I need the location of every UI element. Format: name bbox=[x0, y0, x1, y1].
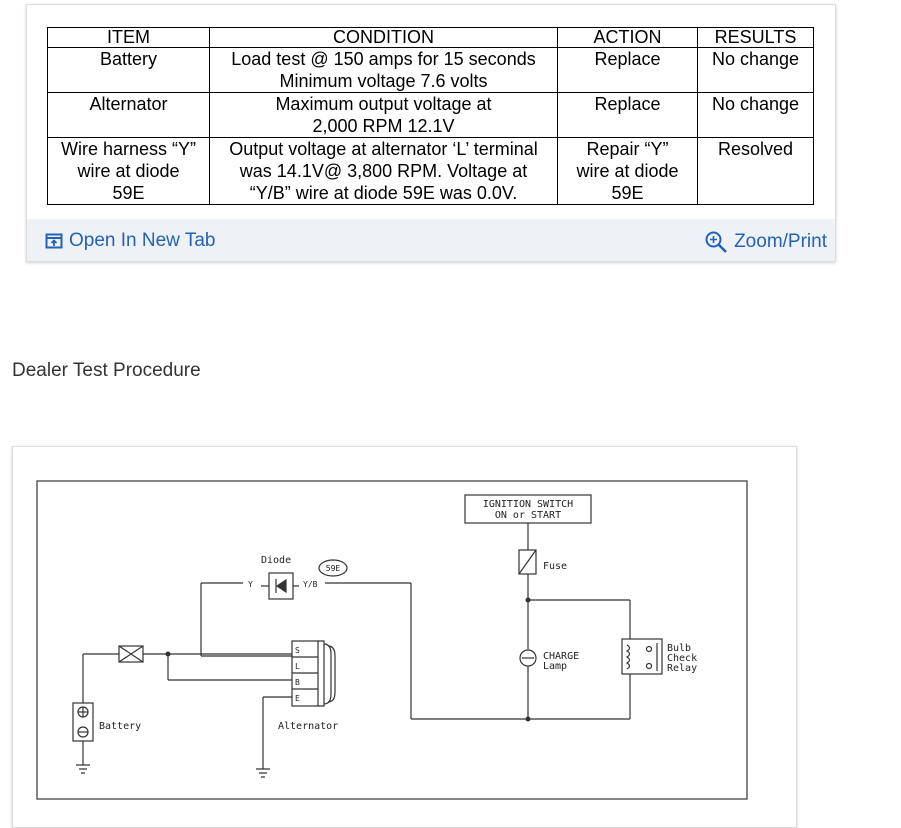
wire-yb-label: Y/B bbox=[303, 580, 318, 589]
open-in-new-tab-label: Open In New Tab bbox=[69, 230, 216, 251]
bulb-check-relay-box bbox=[621, 638, 663, 675]
wiring-diagram-card: IGNITION SWITCH ON or START Fuse Diode 5… bbox=[12, 446, 797, 828]
table-header-row: ITEM CONDITION ACTION RESULTS bbox=[47, 27, 814, 48]
ignition-switch-label-line2: ON or START bbox=[495, 510, 561, 521]
charge-lamp-label-line2: Lamp bbox=[543, 661, 567, 672]
charging-circuit-schematic: IGNITION SWITCH ON or START Fuse Diode 5… bbox=[36, 480, 748, 800]
open-in-new-tab-link[interactable]: Open In New Tab bbox=[45, 230, 215, 252]
alternator-pulley bbox=[318, 640, 336, 707]
cell-action: Replace bbox=[557, 92, 698, 138]
zoom-print-link[interactable]: Zoom/Print bbox=[704, 230, 827, 254]
battery-label: Battery bbox=[99, 721, 141, 732]
table-row: Battery Load test @ 150 amps for 15 seco… bbox=[47, 47, 814, 93]
figure-footer-bar bbox=[27, 219, 835, 261]
terminal-s-label: S bbox=[295, 646, 300, 655]
diagnosis-table: ITEM CONDITION ACTION RESULTS Battery Lo… bbox=[47, 27, 814, 205]
cell-condition: Output voltage at alternator ‘L’ termina… bbox=[209, 137, 558, 205]
column-header-results: RESULTS bbox=[697, 27, 814, 48]
wire-y-label: Y bbox=[248, 580, 253, 589]
relay-label-line1: Bulb bbox=[667, 643, 691, 654]
diode-label: Diode bbox=[261, 555, 291, 566]
diode-id-badge bbox=[318, 559, 348, 577]
zoom-in-icon bbox=[705, 231, 727, 253]
relay-label-line2: Check bbox=[667, 653, 697, 664]
alternator-label: Alternator bbox=[278, 721, 338, 732]
cell-item: Battery bbox=[47, 47, 210, 93]
cell-results: No change bbox=[697, 47, 814, 93]
ignition-switch-label-line1: IGNITION SWITCH bbox=[483, 499, 573, 510]
charge-lamp-label-line1: CHARGE bbox=[543, 651, 579, 662]
terminal-b-label: B bbox=[295, 678, 300, 687]
cell-results: Resolved bbox=[697, 137, 814, 205]
relay-label-line3: Relay bbox=[667, 663, 697, 674]
cell-action: Replace bbox=[557, 47, 698, 93]
open-in-new-tab-icon bbox=[45, 233, 63, 249]
column-header-item: ITEM bbox=[47, 27, 210, 48]
fuse-label: Fuse bbox=[543, 561, 567, 572]
column-header-condition: CONDITION bbox=[209, 27, 558, 48]
column-header-action: ACTION bbox=[557, 27, 698, 48]
section-heading: Dealer Test Procedure bbox=[12, 360, 201, 381]
cell-item: Alternator bbox=[47, 92, 210, 138]
table-figure-card: ITEM CONDITION ACTION RESULTS Battery Lo… bbox=[26, 4, 836, 262]
zoom-print-label: Zoom/Print bbox=[734, 231, 827, 252]
cell-results: No change bbox=[697, 92, 814, 138]
diode-id-label: 59E bbox=[326, 564, 341, 573]
terminal-l-label: L bbox=[295, 662, 300, 671]
terminal-e-label: E bbox=[295, 694, 300, 703]
schematic-frame bbox=[36, 480, 748, 800]
